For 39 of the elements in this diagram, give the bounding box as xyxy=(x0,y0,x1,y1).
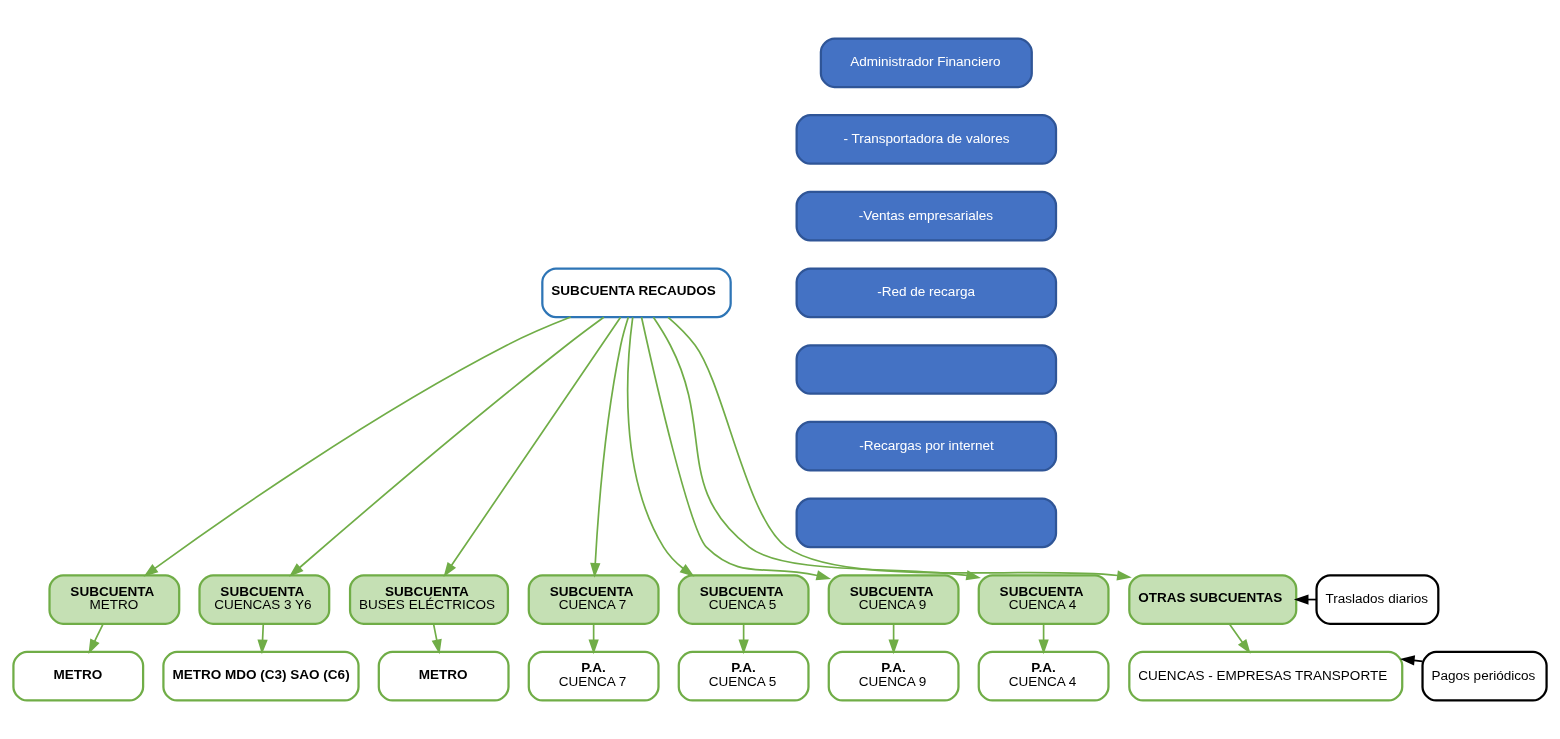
arrow xyxy=(652,316,981,581)
node-box: SUBCUENTA RECAUDOS xyxy=(541,267,732,319)
node-box: - Transportadora de valores xyxy=(795,114,1058,165)
arrow xyxy=(1228,623,1251,654)
node-box: P.A. CUENCA 4 xyxy=(977,650,1110,702)
arrow xyxy=(257,623,268,655)
node-box: P.A. CUENCA 5 xyxy=(677,650,810,702)
node-box: SUBCUENTA CUENCA 4 xyxy=(977,574,1110,625)
node-box: SUBCUENTA BUSES ELÉCTRICOS xyxy=(348,574,510,625)
node-box: SUBCUENTA CUENCAS 3 Y6 xyxy=(198,574,331,625)
arrow xyxy=(443,316,622,578)
node-box: METRO MDO (C3) SAO (C6) xyxy=(162,650,360,702)
node-box: P.A. CUENCA 9 xyxy=(827,650,960,702)
node-box: Traslados diarios xyxy=(1315,574,1440,625)
arrow xyxy=(1399,655,1424,666)
node-box: -Ventas empresariales xyxy=(795,190,1058,242)
node-box: OTRAS SUBCUENTAS xyxy=(1128,574,1298,625)
node-box: Administrador Financiero xyxy=(819,37,1033,89)
node-box: METRO xyxy=(377,650,510,702)
node-box xyxy=(795,344,1058,395)
node-box: SUBCUENTA CUENCA 9 xyxy=(827,574,960,625)
node-box: P.A. CUENCA 7 xyxy=(527,650,660,702)
arrow xyxy=(289,316,605,577)
arrow xyxy=(626,316,695,577)
node-box: -Recargas por internet xyxy=(795,420,1058,472)
node-box: SUBCUENTA CUENCA 5 xyxy=(677,574,810,625)
node-box: SUBCUENTA METRO xyxy=(48,574,181,625)
arrow xyxy=(640,316,832,581)
arrow xyxy=(431,623,442,655)
arrow xyxy=(88,623,104,655)
arrow xyxy=(143,316,572,577)
node-box: Pagos periódicos xyxy=(1421,650,1548,702)
node-box: METRO xyxy=(12,650,145,702)
node-box: -Red de recarga xyxy=(795,267,1058,319)
node-box: SUBCUENTA CUENCA 7 xyxy=(527,574,660,625)
node-box xyxy=(795,497,1058,549)
arrow xyxy=(590,316,630,578)
node-box: CUENCAS - EMPRESAS TRANSPORTE xyxy=(1128,650,1404,702)
arrow xyxy=(667,316,1132,581)
